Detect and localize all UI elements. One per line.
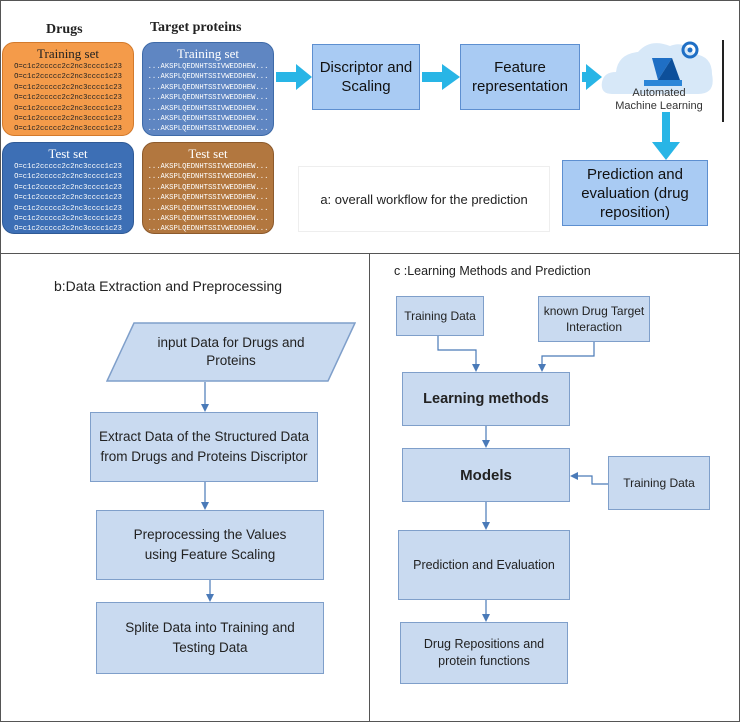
drug-training-title: Training set bbox=[37, 46, 99, 61]
protein-sequence-line: ...AKSPLQEDNHTSSIVWEDDHEW... bbox=[147, 125, 269, 134]
smiles-line: O=c1c2ccccc2c2nc3cccc1c23 bbox=[14, 115, 122, 124]
smiles-line: O=c1c2ccccc2c2nc3cccc1c23 bbox=[14, 225, 122, 234]
cloud-icon bbox=[601, 41, 713, 94]
smiles-line: O=c1c2ccccc2c2nc3cccc1c23 bbox=[14, 215, 122, 224]
training-data-box: Training Data bbox=[396, 296, 484, 336]
caption-box: a: overall workflow for the prediction bbox=[298, 166, 550, 232]
panel-c-title: c :Learning Methods and Prediction bbox=[394, 264, 591, 278]
arrow-to-scaling bbox=[276, 64, 312, 90]
preprocessing-box: Preprocessing the Values using Feature S… bbox=[96, 510, 324, 580]
smiles-line: O=c1c2ccccc2c2nc3cccc1c23 bbox=[14, 63, 122, 71]
automl-line1: Automated bbox=[632, 87, 686, 99]
protein-sequence-line: ...AKSPLQEDNHTSSIVWEDDHEW... bbox=[147, 104, 269, 113]
smiles-line: O=c1c2ccccc2c2nc3cccc1c23 bbox=[14, 73, 122, 82]
automl-line2: Machine Learning bbox=[615, 100, 703, 112]
protein-sequence-line: ...AKSPLQEDNHTSSIVWEDDHEW... bbox=[147, 163, 269, 171]
smiles-line: O=c1c2ccccc2c2nc3cccc1c23 bbox=[14, 83, 122, 92]
smiles-line: O=c1c2ccccc2c2nc3cccc1c23 bbox=[14, 125, 122, 134]
arrow-to-feature bbox=[422, 64, 460, 90]
automl-logo: Automated Machine Learning bbox=[598, 30, 720, 116]
protein-sequence-line: ...AKSPLQEDNHTSSIVWEDDHEW... bbox=[147, 183, 269, 192]
protein-sequence-line: ...AKSPLQEDNHTSSIVWEDDHEW... bbox=[147, 173, 269, 182]
extract-data-box: Extract Data of the Structured Data from… bbox=[90, 412, 318, 482]
logo-divider bbox=[722, 40, 724, 122]
protein-sequence-line: ...AKSPLQEDNHTSSIVWEDDHEW... bbox=[147, 204, 269, 213]
prediction-evaluation-box-c: Prediction and Evaluation bbox=[398, 530, 570, 600]
protein-sequence-line: ...AKSPLQEDNHTSSIVWEDDHEW... bbox=[147, 63, 269, 71]
smiles-line: O=c1c2ccccc2c2nc3cccc1c23 bbox=[14, 104, 122, 113]
smiles-line: O=c1c2ccccc2c2nc3cccc1c23 bbox=[14, 163, 122, 171]
protein-training-seqs: ...AKSPLQEDNHTSSIVWEDDHEW......AKSPLQEDN… bbox=[143, 62, 273, 135]
input-data-parallelogram: input Data for Drugs and Proteins bbox=[105, 322, 357, 382]
smiles-line: O=c1c2ccccc2c2nc3cccc1c23 bbox=[14, 94, 122, 103]
smiles-line: O=c1c2ccccc2c2nc3cccc1c23 bbox=[14, 194, 122, 203]
parallelogram-shape bbox=[105, 322, 357, 382]
drug-test-title: Test set bbox=[48, 146, 88, 161]
descriptor-scaling-box: Discriptor and Scaling bbox=[312, 44, 420, 110]
models-box: Models bbox=[402, 448, 570, 502]
protein-training-set: Training set ...AKSPLQEDNHTSSIVWEDDHEW..… bbox=[142, 42, 274, 136]
learning-methods-box: Learning methods bbox=[402, 372, 570, 426]
protein-sequence-line: ...AKSPLQEDNHTSSIVWEDDHEW... bbox=[147, 73, 269, 82]
protein-test-title: Test set bbox=[188, 146, 228, 161]
input-data-label: input Data for Drugs and Proteins bbox=[157, 335, 305, 368]
smiles-line: O=c1c2ccccc2c2nc3cccc1c23 bbox=[14, 183, 122, 192]
panel-b-title: b:Data Extraction and Preprocessing bbox=[54, 278, 283, 294]
training-data-box-2: Training Data bbox=[608, 456, 710, 510]
protein-training-title: Training set bbox=[177, 46, 239, 61]
prediction-evaluation-box: Prediction and evaluation (drug repositi… bbox=[562, 160, 708, 226]
protein-test-set: Test set ...AKSPLQEDNHTSSIVWEDDHEW......… bbox=[142, 142, 274, 234]
smiles-line: O=c1c2ccccc2c2nc3cccc1c23 bbox=[14, 204, 122, 213]
protein-sequence-line: ...AKSPLQEDNHTSSIVWEDDHEW... bbox=[147, 94, 269, 103]
protein-sequence-line: ...AKSPLQEDNHTSSIVWEDDHEW... bbox=[147, 115, 269, 124]
protein-sequence-line: ...AKSPLQEDNHTSSIVWEDDHEW... bbox=[147, 215, 269, 224]
arrow-to-prediction bbox=[652, 112, 680, 160]
drug-repositions-box: Drug Repositions and protein functions bbox=[400, 622, 568, 684]
split-data-box: Splite Data into Training and Testing Da… bbox=[96, 602, 324, 674]
protein-sequence-line: ...AKSPLQEDNHTSSIVWEDDHEW... bbox=[147, 194, 269, 203]
target-proteins-header: Target proteins bbox=[150, 20, 242, 35]
drugs-header: Drugs bbox=[46, 22, 83, 37]
known-interaction-box: known Drug Target Interaction bbox=[538, 296, 650, 342]
protein-sequence-line: ...AKSPLQEDNHTSSIVWEDDHEW... bbox=[147, 225, 269, 234]
protein-test-seqs: ...AKSPLQEDNHTSSIVWEDDHEW......AKSPLQEDN… bbox=[143, 162, 273, 234]
feature-representation-box: Feature representation bbox=[460, 44, 580, 110]
smiles-line: O=c1c2ccccc2c2nc3cccc1c23 bbox=[14, 173, 122, 182]
arrow-to-automl bbox=[582, 64, 602, 90]
protein-sequence-line: ...AKSPLQEDNHTSSIVWEDDHEW... bbox=[147, 83, 269, 92]
